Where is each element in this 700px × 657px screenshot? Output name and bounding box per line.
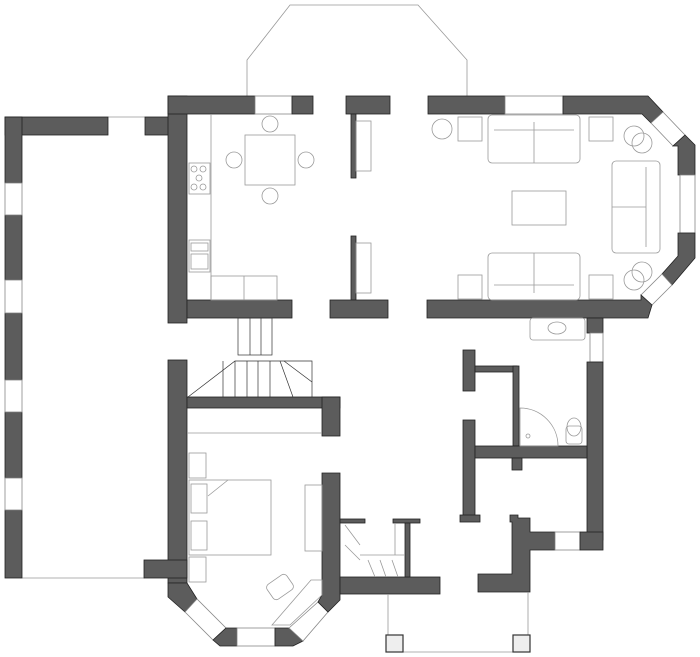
kitchen-walls [144, 95, 314, 324]
bay-outline [246, 4, 468, 96]
porch [385, 592, 531, 653]
porch-post-right [512, 634, 531, 653]
garage-walls [4, 116, 109, 579]
living-walls [426, 95, 696, 334]
bathroom-walls [459, 332, 604, 593]
living-furniture [431, 114, 661, 301]
bathroom-fixtures [519, 317, 586, 447]
hall-walls [329, 95, 391, 319]
porch-post-left [385, 634, 404, 653]
bedroom-furniture [187, 432, 405, 626]
staircase [187, 317, 313, 398]
bedroom-walls [143, 359, 441, 647]
kitchen-furniture [188, 114, 315, 301]
